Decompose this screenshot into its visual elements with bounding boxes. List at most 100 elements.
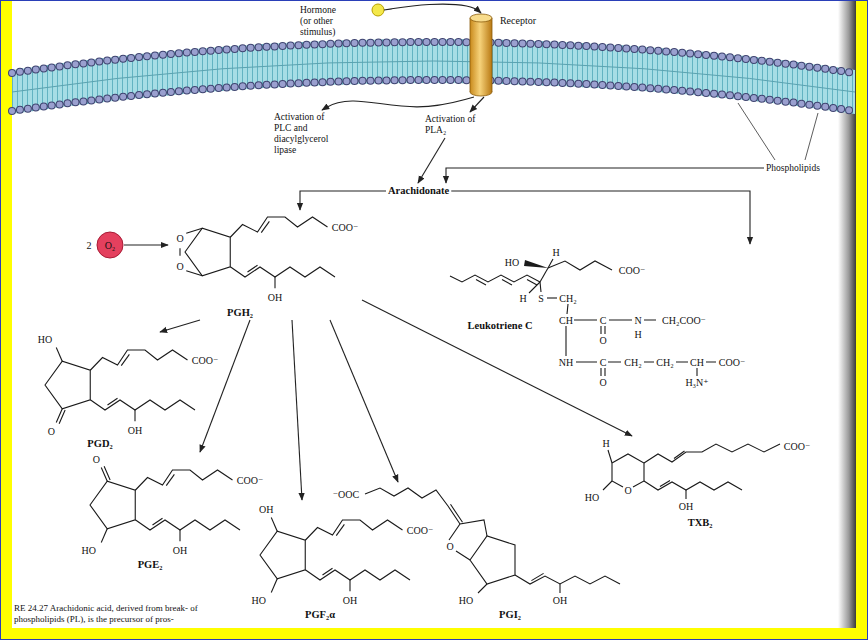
label-text: Phospholipids — [766, 163, 820, 174]
pgd2-structure — [45, 348, 195, 424]
atom-label: HO — [459, 595, 473, 606]
molecule: ⁻OOCOHOOHPGI₂ — [330, 482, 628, 622]
atom-label: HO — [585, 492, 599, 503]
reaction-arrow — [451, 191, 750, 244]
reaction-arrow — [330, 320, 398, 482]
atom-label: CH₂ — [624, 357, 641, 368]
carbonyl-bond — [56, 409, 65, 424]
atom-label: N — [634, 315, 641, 326]
atom-label: COO⁻ — [784, 441, 810, 452]
atom-label: S — [538, 293, 544, 304]
ring-bond — [470, 536, 515, 584]
atom-label: COO⁻ — [619, 265, 645, 276]
atom-label: OH — [343, 595, 357, 606]
prostanoid-skeleton — [185, 217, 335, 288]
enzyme-label: Activation of PLA₂ — [423, 112, 489, 138]
reaction-arrow — [300, 191, 386, 210]
atom-label: C — [600, 315, 607, 326]
carbonyl-bond — [101, 466, 110, 481]
atom-label: H₃N⁺ — [685, 377, 708, 388]
atom-label: O — [599, 335, 606, 346]
label-text: Activation of PLA₂ — [425, 114, 487, 136]
hydroxyl-bond — [101, 529, 107, 543]
compound-name: PGH₂ — [227, 307, 253, 318]
carbonyl-bond — [601, 368, 605, 376]
atom-label: CH₂ — [656, 357, 673, 368]
reaction-arrow — [418, 138, 445, 183]
molecule: OHCOO⁻HOOHPGF₂α — [225, 500, 445, 622]
hydroxyl-bond — [56, 348, 62, 362]
membrane — [12, 39, 855, 114]
membrane-tails — [12, 39, 855, 114]
prostanoid-skeleton — [45, 350, 195, 421]
peptide-bond — [574, 319, 656, 320]
reaction-arrow — [446, 168, 764, 183]
ring-bond — [449, 520, 487, 560]
lipid-heads — [12, 42, 855, 73]
double-bond — [531, 573, 543, 580]
reaction-arrow — [124, 244, 168, 245]
compound-name: Leukotriene C — [467, 320, 532, 331]
lipid-heads — [12, 80, 855, 111]
reaction-arrow — [200, 320, 250, 452]
double-bond — [674, 451, 685, 459]
atom-label: O — [599, 377, 606, 388]
chain-bond — [548, 261, 612, 270]
chain-bond — [567, 304, 568, 314]
txb2-structure — [603, 444, 780, 499]
atom-label: COO⁻ — [332, 222, 358, 233]
label-text: O₂ — [105, 240, 116, 251]
double-bond — [660, 481, 670, 487]
atom-label: H — [552, 247, 559, 258]
compound-name: PGI₂ — [499, 609, 521, 620]
reaction-arrow — [292, 320, 302, 500]
atom-label: H — [519, 293, 526, 304]
atom-label: OH — [553, 595, 567, 606]
chain-bond — [644, 481, 742, 490]
thioether-bond — [547, 297, 557, 298]
atom-label: CH — [690, 357, 704, 368]
reaction-arrow — [384, 4, 481, 13]
receptor: Receptor — [466, 13, 540, 97]
molecule: HOHCOO⁻Leukotriene CHSCH₂CHCNCH₂COO⁻HONH… — [440, 244, 765, 392]
molecule: HOCOO⁻OOHPGD₂ — [30, 332, 228, 450]
atom-label: OH — [679, 501, 693, 512]
atom-label: HO — [505, 257, 519, 268]
atom-label: OH — [128, 425, 142, 436]
chain-bond — [565, 326, 566, 356]
atom-label: O — [446, 541, 453, 552]
amine-bond — [696, 368, 697, 376]
atom-label: H — [634, 329, 641, 340]
atom-label: H — [602, 438, 609, 449]
receptor-symbol — [470, 18, 492, 92]
ring-bond — [612, 454, 644, 487]
pgf2a-structure — [260, 518, 410, 593]
atom-label: CH₂ — [559, 293, 576, 304]
atom-label: O — [93, 453, 100, 464]
atom-label: OH — [259, 503, 273, 514]
chain-bond — [644, 444, 780, 463]
atom-label: NH — [559, 357, 573, 368]
reaction-arrow — [362, 300, 632, 436]
atom-label: O — [48, 426, 55, 437]
membrane-label: Phospholipids — [764, 161, 822, 176]
hydrogen-bond — [608, 450, 612, 463]
label-text: Hormone (or other stimulus) — [300, 5, 346, 38]
hormone-symbol — [372, 4, 384, 16]
hydroxyl-bond — [559, 584, 560, 593]
hydroxyl-bond — [478, 584, 487, 593]
thioether-bond — [540, 282, 541, 292]
atom-label: O — [176, 233, 183, 244]
atom-label: HO — [38, 333, 52, 344]
oxygen-symbol — [97, 232, 123, 258]
label-text: Arachidonate — [388, 185, 449, 196]
atom-label: COO⁻ — [407, 525, 433, 536]
label-text: 2 — [87, 240, 92, 251]
molecule: HCOO⁻HOOOHTXB₂ — [580, 436, 830, 529]
figure-caption: RE 24.27 Arachidonic acid, derived from … — [14, 603, 239, 625]
pgi2-structure — [365, 488, 620, 593]
hydroxyl-bond — [603, 481, 612, 490]
hydrogen-bond — [529, 282, 540, 293]
